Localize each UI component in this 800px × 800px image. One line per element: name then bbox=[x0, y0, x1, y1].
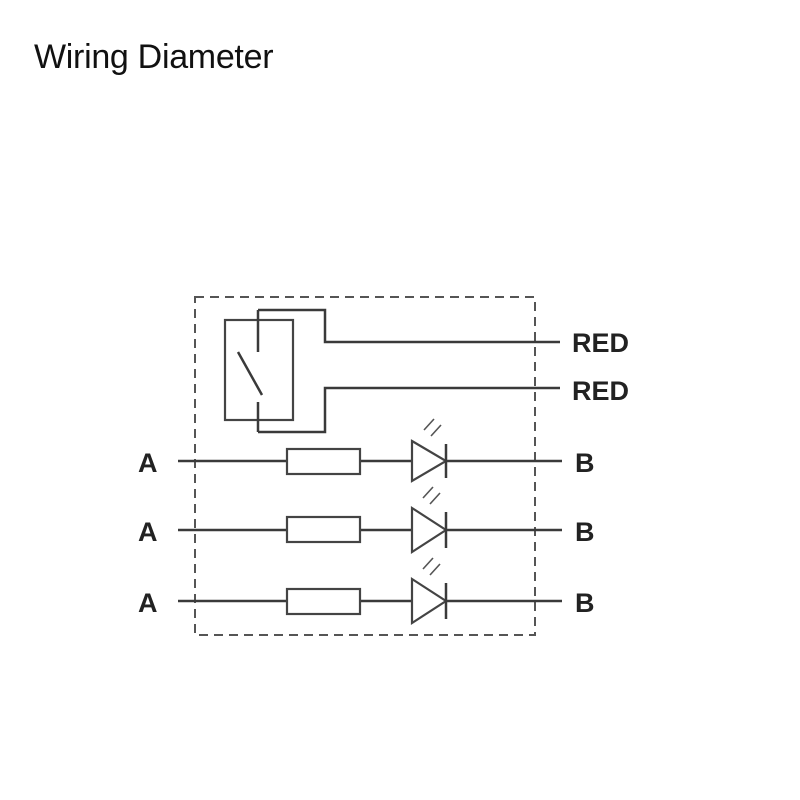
led-channel-3 bbox=[178, 557, 562, 626]
led-diode bbox=[410, 505, 449, 555]
reed-switch-contact bbox=[236, 310, 264, 432]
relay-wire-bottom bbox=[258, 386, 560, 434]
led-channel-2 bbox=[178, 486, 562, 555]
light-rays-icon bbox=[423, 418, 442, 437]
led-channel-1 bbox=[178, 418, 562, 483]
led-diode bbox=[410, 439, 449, 483]
resistor bbox=[285, 587, 362, 616]
channel-3-label-b: B bbox=[575, 588, 595, 618]
light-rays-icon bbox=[422, 486, 441, 505]
relay-wire-top bbox=[258, 308, 560, 344]
resistor bbox=[285, 515, 362, 544]
channel-3-label-a: A bbox=[138, 588, 158, 618]
relay-terminal-label-1: RED bbox=[572, 328, 629, 358]
light-rays-icon bbox=[422, 557, 441, 576]
reed-switch bbox=[223, 308, 560, 434]
resistor bbox=[285, 447, 362, 476]
led-diode bbox=[410, 576, 449, 626]
relay-terminal-label-2: RED bbox=[572, 376, 629, 406]
channel-1-label-a: A bbox=[138, 448, 158, 478]
channel-2-label-b: B bbox=[575, 517, 595, 547]
module-enclosure bbox=[194, 296, 536, 636]
channel-1-label-b: B bbox=[575, 448, 595, 478]
channel-2-label-a: A bbox=[138, 517, 158, 547]
page-title: Wiring Diameter bbox=[34, 38, 274, 76]
